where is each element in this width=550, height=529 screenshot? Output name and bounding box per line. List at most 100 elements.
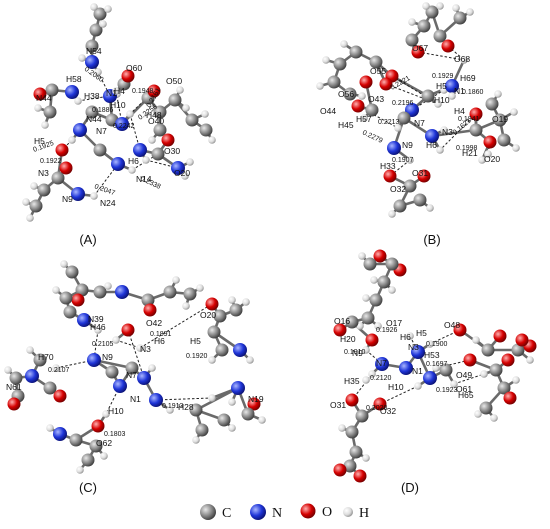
- atom-label: H4: [454, 106, 465, 116]
- atom-label: N9: [62, 194, 73, 204]
- hydrogen-atom: [472, 336, 480, 344]
- hydrogen-atom: [112, 336, 120, 344]
- oxygen-atom: [205, 297, 219, 311]
- carbon-atom: [229, 303, 243, 317]
- carbon-atom: [361, 311, 375, 325]
- atom-label: H6: [154, 336, 165, 346]
- oxygen-atom: [365, 333, 379, 347]
- hydrogen-atom: [228, 398, 236, 406]
- carbon-atom: [453, 11, 467, 25]
- atom-label: O42: [146, 318, 162, 328]
- hydrogen-atom: [434, 100, 442, 108]
- atom-label: N7: [126, 370, 137, 380]
- carbon-atom: [369, 293, 383, 307]
- carbon-atom: [497, 381, 511, 395]
- legend-hydrogen-icon: [343, 507, 353, 517]
- oxygen-atom: [55, 143, 69, 157]
- atom-label: N54: [86, 46, 102, 56]
- carbon-atom: [43, 105, 57, 119]
- distance-label: 0.1907: [392, 157, 414, 164]
- oxygen-atom: [411, 45, 425, 59]
- hydrogen-atom: [182, 104, 190, 112]
- distance-label: 0.2213: [378, 119, 400, 126]
- carbon-atom: [327, 75, 341, 89]
- hydrogen-atom: [26, 214, 34, 222]
- atom-label: N3: [38, 168, 49, 178]
- carbon-atom: [349, 445, 363, 459]
- nitrogen-atom: [233, 343, 247, 357]
- atom-layer: [333, 249, 537, 483]
- oxygen-atom: [333, 463, 347, 477]
- nitrogen-atom: [411, 345, 425, 359]
- atom-label: H28: [178, 402, 194, 412]
- carbon-atom: [185, 113, 199, 127]
- hydrogen-atom: [192, 436, 200, 444]
- hydrogen-bond-line: [417, 51, 465, 61]
- nitrogen-atom: [115, 117, 129, 131]
- distance-label: 0.1910: [344, 349, 366, 356]
- distance-label: 0.1697: [426, 361, 448, 368]
- carbon-atom: [241, 407, 255, 421]
- hydrogen-atom: [340, 40, 348, 48]
- hydrogen-atom: [460, 56, 468, 64]
- carbon-atom: [125, 361, 139, 375]
- carbon-atom: [93, 285, 107, 299]
- atom-label: H70: [38, 352, 54, 362]
- atom-label: O32: [390, 184, 406, 194]
- hydrogen-atom: [166, 406, 174, 414]
- atom-label: O43: [368, 94, 384, 104]
- oxygen-atom: [483, 135, 497, 149]
- atom-label: H6: [426, 140, 437, 150]
- atom-label: O50: [166, 76, 182, 86]
- legend-carbon-icon: [200, 504, 216, 520]
- hydrogen-atom: [90, 192, 98, 200]
- hydrogen-atom: [426, 204, 434, 212]
- carbon-atom: [433, 29, 447, 43]
- nitrogen-atom: [231, 381, 245, 395]
- covalent-bond: [194, 386, 240, 412]
- atom-label: N7: [376, 358, 387, 368]
- nitrogen-atom: [375, 357, 389, 371]
- hydrogen-atom: [368, 370, 376, 378]
- hydrogen-atom: [322, 56, 330, 64]
- hydrogen-bond-line: [93, 329, 99, 361]
- atom-layer: [4, 260, 266, 474]
- atom-label: H5: [190, 336, 201, 346]
- carbon-atom: [85, 105, 99, 119]
- atom-label: H58: [66, 74, 82, 84]
- legend-nitrogen-label: N: [272, 506, 282, 521]
- distance-label: 0.1913: [162, 403, 184, 410]
- panel-label-c: (C): [79, 480, 97, 495]
- carbon-atom: [425, 5, 439, 19]
- nitrogen-atom: [387, 141, 401, 155]
- oxygen-atom: [71, 293, 85, 307]
- carbon-atom: [343, 459, 357, 473]
- hydrogen-atom: [99, 20, 107, 28]
- hydrogen-bond-line: [77, 95, 111, 102]
- carbon-atom: [355, 409, 369, 423]
- oxygen-atom: [463, 353, 477, 367]
- hydrogen-atom: [362, 346, 370, 354]
- carbon-atom: [439, 363, 453, 377]
- nitrogen-atom: [425, 129, 439, 143]
- hydrogen-atom: [436, 2, 444, 10]
- hydrogen-atom: [512, 376, 520, 384]
- legend-hydrogen-label: H: [359, 506, 369, 521]
- hydrogen-atom: [440, 126, 448, 134]
- nitrogen-atom: [137, 371, 151, 385]
- atom-label: O20: [174, 168, 190, 178]
- carbon-atom: [397, 111, 411, 125]
- hydrogen-atom: [258, 416, 266, 424]
- hydrogen-atom: [104, 5, 112, 13]
- hydrogen-atom: [90, 3, 98, 11]
- carbon-atom: [377, 275, 391, 289]
- nitrogen-atom: [77, 313, 91, 327]
- hydrogen-atom: [512, 144, 520, 152]
- oxygen-atom: [351, 99, 365, 113]
- atom-layer: [316, 2, 520, 218]
- atom-label: H6: [128, 156, 139, 166]
- hydrogen-atom: [526, 356, 534, 364]
- atom-label: H10: [434, 95, 450, 105]
